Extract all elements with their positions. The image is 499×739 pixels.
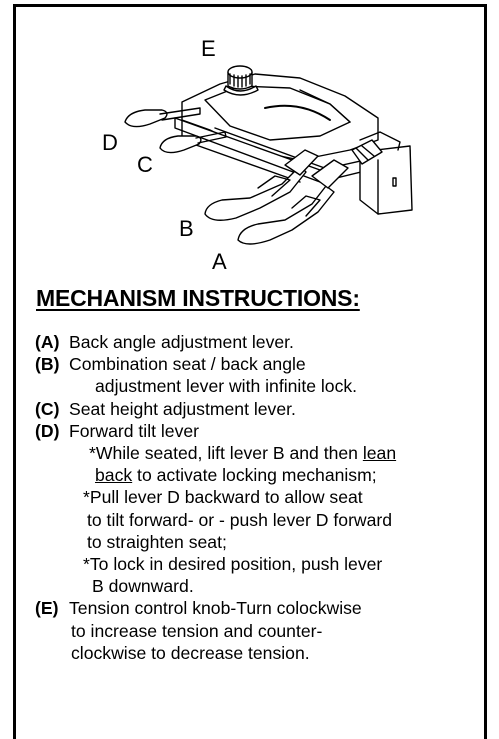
item-tag: (C)	[35, 398, 60, 419]
note-line: B downward.	[92, 576, 194, 597]
note-line: *Pull lever D backward to allow seat	[83, 487, 363, 508]
note-line: *To lock in desired position, push lever	[83, 554, 383, 575]
callout-a: A	[212, 249, 227, 274]
item-text: Tension control knob-Turn colockwise	[69, 598, 362, 619]
callout-c: C	[137, 152, 153, 177]
note-emphasis: back	[95, 465, 133, 486]
note-text: *While seated, lift lever B and then	[89, 443, 363, 464]
item-text: Forward tilt lever	[69, 420, 200, 441]
list-item-c: (C) Seat height adjustment lever.	[35, 398, 485, 420]
note-line: back to activate locking mechanism;	[35, 464, 485, 486]
note-emphasis: lean	[362, 443, 397, 464]
item-text: Combination seat / back angle	[69, 354, 306, 375]
lever-a	[237, 185, 335, 245]
list-item-b: (B) Combination seat / back angle	[35, 353, 485, 375]
item-text-continued: adjustment lever with infinite lock.	[95, 376, 358, 397]
item-tag: (B)	[35, 354, 60, 375]
item-tag: (A)	[35, 332, 60, 352]
instruction-list: (A) Back angle adjustment lever. (B) Combi…	[35, 331, 485, 664]
item-text: Seat height adjustment lever.	[69, 398, 296, 419]
list-item-a: (A) Back angle adjustment lever.	[35, 331, 485, 353]
item-text-continued: to increase tension and counter-	[71, 620, 323, 641]
mechanism-diagram	[124, 65, 413, 245]
lever-d	[124, 109, 168, 128]
side-bracket	[359, 145, 413, 215]
item-tag: (D)	[35, 420, 60, 441]
item-text-continued: clockwise to decrease tension.	[71, 642, 310, 663]
lever-b	[204, 165, 307, 221]
note-line: to tilt forward- or - push lever D forwa…	[87, 509, 393, 530]
list-item-d: (D) Forward tilt lever	[35, 420, 485, 442]
callout-b: B	[179, 216, 194, 241]
item-tag: (E)	[35, 598, 59, 619]
instruction-frame	[13, 4, 487, 739]
list-item-e: (E) Tension control knob-Turn colockwise	[35, 597, 485, 619]
note-line: to straighten seat;	[87, 531, 227, 552]
callout-d: D	[102, 130, 118, 155]
item-text: Back angle adjustment lever.	[69, 332, 294, 352]
callout-e: E	[201, 36, 216, 61]
note-text: to activate locking mechanism;	[132, 465, 377, 486]
page-title: MECHANISM INSTRUCTIONS:	[36, 285, 360, 311]
lever-c	[159, 135, 202, 154]
note-line: *While seated, lift lever B and then lea…	[35, 442, 485, 464]
